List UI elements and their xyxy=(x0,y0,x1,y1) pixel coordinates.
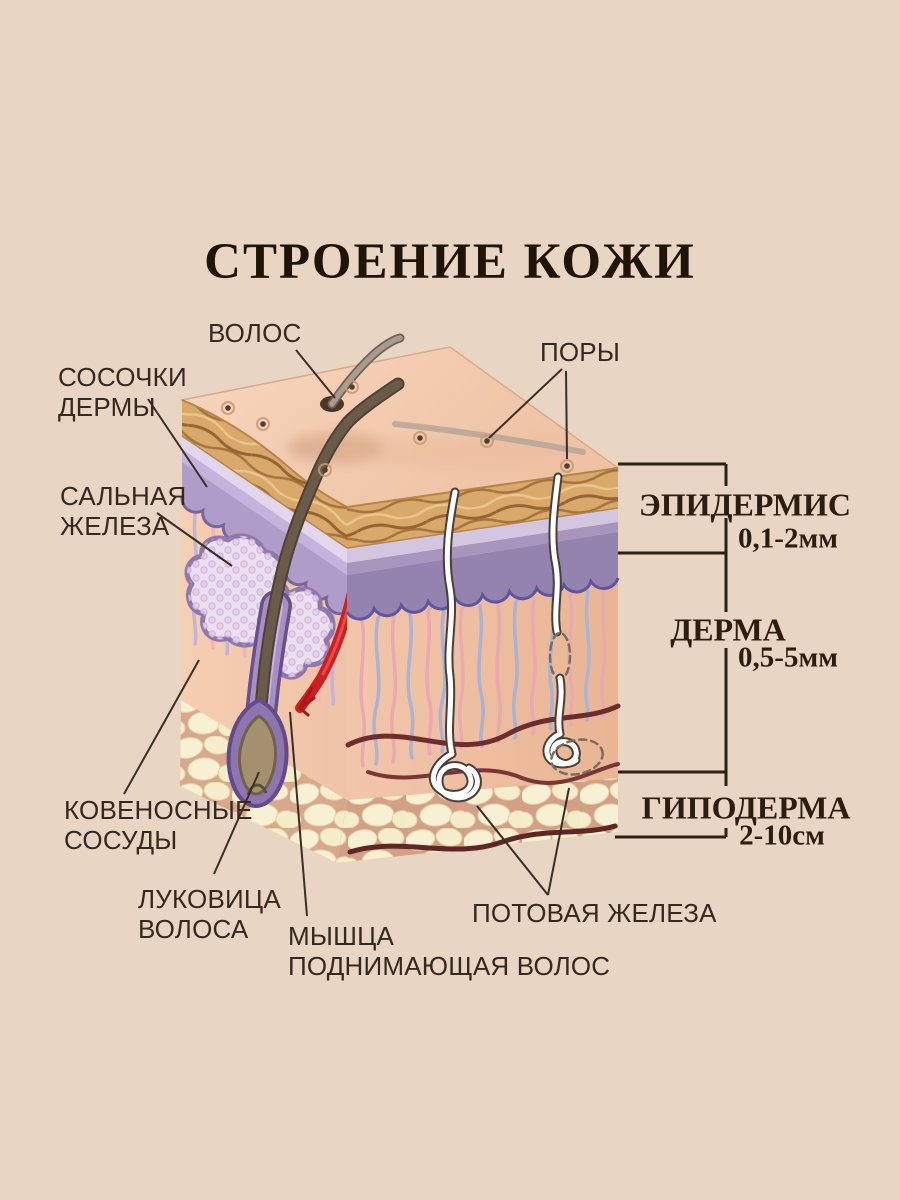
blood-vessels-right xyxy=(352,578,607,768)
surface-hair-and-pores xyxy=(221,333,586,477)
layer-thickness-hypodermis: 2-10см xyxy=(739,819,825,852)
leader-sweat-2 xyxy=(547,787,570,896)
leader-lines xyxy=(123,349,570,917)
leader-papillae xyxy=(147,398,208,488)
label-arrector-muscle: МЫШЦА ПОДНИМАЮЩАЯ ВОЛОС xyxy=(288,921,611,982)
hair-shaft xyxy=(251,377,405,747)
deep-blood-vessels xyxy=(345,703,621,855)
right-face xyxy=(337,467,621,863)
layer-label-hypodermis: ГИПОДЕРМА xyxy=(641,789,851,826)
lavender-band-left-deep xyxy=(182,449,347,575)
lavender-band-left-pale xyxy=(182,436,347,563)
leader-muscle xyxy=(289,711,308,917)
label-dermal-papillae: СОСОЧКИ ДЕРМЫ xyxy=(58,362,187,423)
layer-label-dermis: ДЕРМА xyxy=(670,611,786,648)
layer-label-epidermis: ЭПИДЕРМИС xyxy=(639,486,851,523)
leader-sebaceous xyxy=(156,512,233,567)
layer-thickness-dermis: 0,5-5мм xyxy=(738,641,838,674)
leader-bulb xyxy=(213,771,260,875)
pores xyxy=(221,380,574,477)
label-sebaceous-gland: САЛЬНАЯ ЖЕЛЕЗА xyxy=(60,481,187,542)
sweat-gland-duct-right xyxy=(542,472,604,776)
label-hair-bulb: ЛУКОВИЦА ВОЛОСА xyxy=(138,884,281,945)
label-sweat-gland: ПОТОВАЯ ЖЕЛЕЗА xyxy=(472,898,717,928)
label-pores: ПОРЫ xyxy=(540,337,621,367)
sweat-gland-duct-left xyxy=(428,487,482,803)
hypodermis-right xyxy=(337,778,618,863)
label-blood-vessels: КОВЕНОСНЫЕ СОСУДЫ xyxy=(64,795,253,856)
leader-sweat-1 xyxy=(476,805,549,896)
hair-bulb xyxy=(226,697,289,809)
page-title: СТРОЕНИЕ КОЖИ xyxy=(204,234,696,290)
layer-thickness-epidermis: 0,1-2мм xyxy=(738,522,838,555)
label-hair: ВОЛОС xyxy=(208,318,302,348)
leader-hair xyxy=(295,349,336,399)
layer-scale-bracket xyxy=(615,462,728,839)
leader-pore-2 xyxy=(565,370,568,460)
leader-pore-1 xyxy=(488,368,563,439)
leader-vessels xyxy=(123,659,200,795)
epidermis-band-right xyxy=(346,467,619,549)
